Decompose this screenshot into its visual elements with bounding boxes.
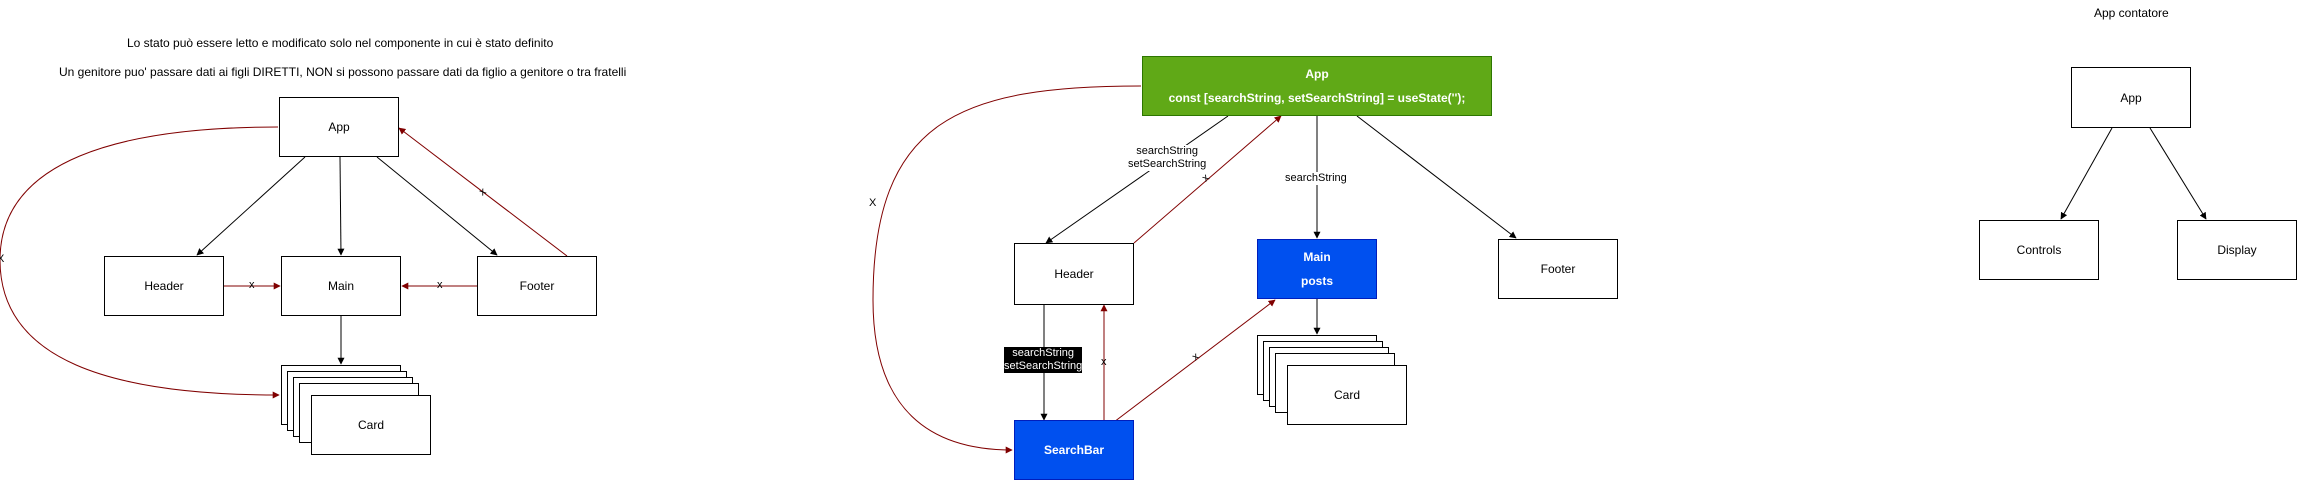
- middle-app-code: const [searchString, setSearchString] = …: [1168, 91, 1466, 105]
- right-edges: [2060, 127, 2207, 220]
- right-app-box[interactable]: App: [2071, 67, 2191, 128]
- middle-main-box[interactable]: Main posts: [1257, 239, 1377, 299]
- edge-footer-app-blocked: [398, 127, 568, 257]
- middle-main-title: Main: [1303, 250, 1331, 264]
- middle-x-app-searchbar: X: [869, 197, 877, 209]
- edge-label-hs-setsearchstring: setSearchString: [1004, 360, 1083, 372]
- edge-searchbar-main-blocked: [1113, 299, 1276, 423]
- middle-app-title: App: [1305, 67, 1329, 81]
- middle-footer-box[interactable]: Footer: [1498, 239, 1618, 299]
- right-title: App contatore: [2094, 6, 2169, 20]
- left-app-box[interactable]: App: [279, 97, 399, 157]
- edge-app-header-props: [1045, 115, 1229, 244]
- left-x-header-main: x: [249, 279, 255, 291]
- edge-label-setsearchstring: setSearchString: [1128, 158, 1207, 170]
- left-main-box[interactable]: Main: [281, 256, 401, 316]
- middle-main-posts: posts: [1300, 274, 1333, 288]
- left-card-box[interactable]: Card: [311, 395, 431, 455]
- edge-app-header: [196, 156, 306, 256]
- right-display-box[interactable]: Display: [2177, 220, 2297, 280]
- middle-app-box[interactable]: App const [searchString, setSearchString…: [1142, 56, 1492, 116]
- note-parent-child: Un genitore puo' passare dati ai figli D…: [59, 65, 627, 79]
- edge-app-card-blocked: [0, 126, 280, 399]
- left-edges: [0, 126, 568, 399]
- middle-card-box[interactable]: Card: [1287, 365, 1407, 425]
- middle-searchbar-label: SearchBar: [1043, 443, 1105, 457]
- left-x-app-card: X: [0, 253, 5, 265]
- edge-label-hs-searchstring: searchString: [1012, 347, 1075, 359]
- edge-label-app-main: searchString: [1285, 172, 1347, 185]
- edge-app-footer: [1356, 115, 1517, 239]
- edge-label-header-searchbar: searchString setSearchString: [1004, 347, 1083, 373]
- left-x-footer-main: x: [437, 279, 443, 291]
- note-state-scope: Lo stato può essere letto e modificato s…: [127, 36, 554, 50]
- edge-app-display: [2149, 127, 2207, 220]
- left-footer-box[interactable]: Footer: [477, 256, 597, 316]
- left-header-box[interactable]: Header: [104, 256, 224, 316]
- edge-app-controls: [2060, 127, 2113, 220]
- middle-edges: [872, 85, 1517, 454]
- middle-x-searchbar-header: x: [1101, 356, 1107, 368]
- middle-searchbar-box[interactable]: SearchBar: [1014, 420, 1134, 480]
- edge-app-footer: [376, 156, 498, 256]
- right-controls-box[interactable]: Controls: [1979, 220, 2099, 280]
- middle-header-box[interactable]: Header: [1014, 243, 1134, 305]
- edge-label-app-header: searchString setSearchString: [1128, 145, 1207, 171]
- edge-app-main: [337, 156, 345, 256]
- edge-app-searchbar-blocked: [872, 85, 1142, 454]
- edge-label-searchstring: searchString: [1136, 145, 1199, 157]
- edge-header-app-blocked: [1133, 115, 1282, 244]
